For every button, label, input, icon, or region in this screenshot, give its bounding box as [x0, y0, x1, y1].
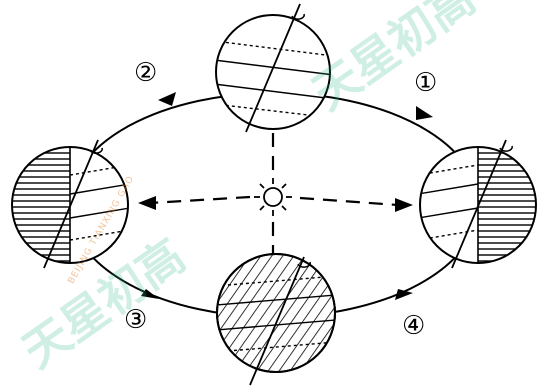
earth-globe-icon [210, 250, 345, 385]
orbit-arrow-icon [395, 289, 413, 300]
earth-globe-icon [418, 140, 538, 268]
sunlight-arrow-icon [138, 196, 156, 210]
position-label-3: ③ [124, 307, 147, 333]
sunlight-arrow-icon [395, 198, 413, 212]
position-label-2: ② [134, 60, 157, 86]
earth-globe-icon [10, 140, 130, 268]
orbit-arrow-icon [158, 92, 176, 106]
earth-globe-icon [214, 4, 334, 132]
orbit-arrow-icon [416, 106, 433, 120]
position-label-4: ④ [402, 313, 425, 339]
sun-icon [254, 178, 292, 216]
position-label-1: ① [414, 70, 437, 96]
